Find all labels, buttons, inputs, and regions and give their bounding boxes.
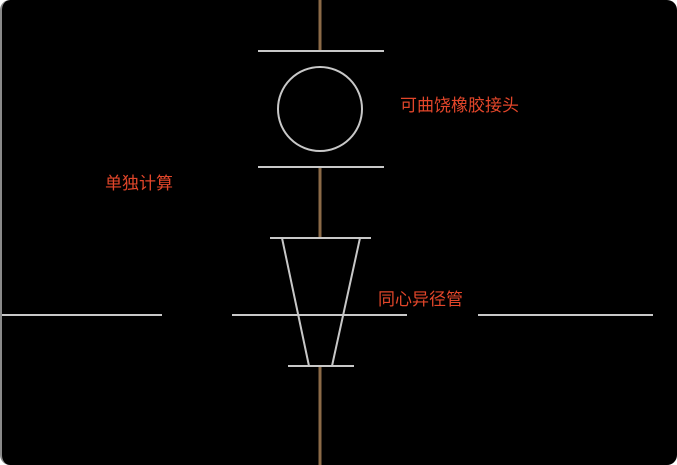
rubber-joint-circle-icon bbox=[277, 66, 363, 152]
reducer-left-side bbox=[281, 237, 310, 367]
reducer-right-side bbox=[331, 237, 361, 367]
separate-calc-label: 单独计算 bbox=[105, 174, 173, 194]
concentric-reducer-label: 同心异径管 bbox=[378, 290, 463, 310]
flex-rubber-joint-label: 可曲饶橡胶接头 bbox=[400, 96, 519, 116]
